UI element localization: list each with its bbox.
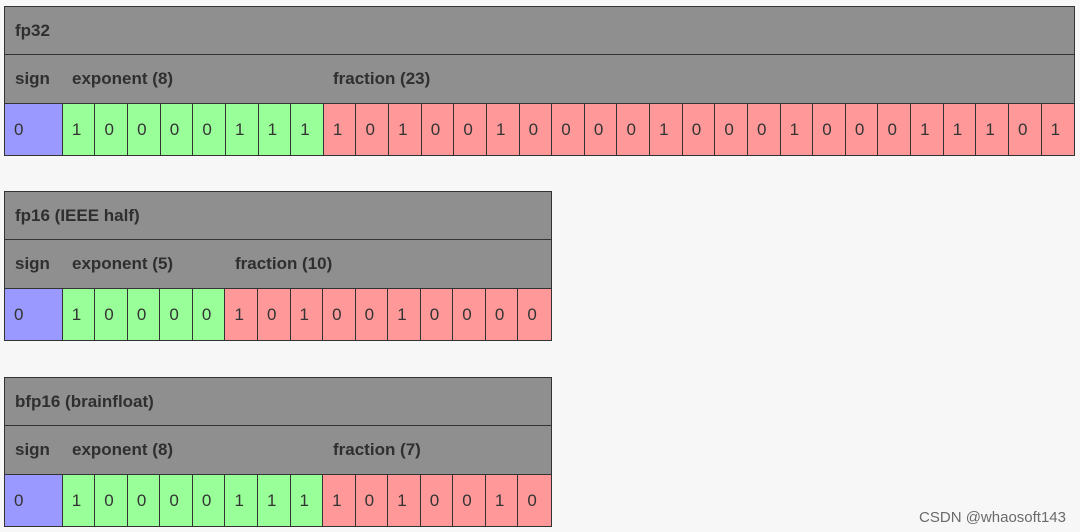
- exponent-bit: 1: [62, 289, 96, 340]
- fraction-bit: 0: [518, 475, 551, 526]
- exponent-bit: 0: [95, 104, 129, 155]
- fraction-bit: 0: [453, 289, 486, 340]
- bfp16-format-block: bfp16 (brainfloat) sign exponent (8) fra…: [4, 377, 552, 527]
- fraction-bit: 0: [715, 104, 748, 155]
- format-title-row: fp32: [5, 7, 1074, 55]
- fraction-bit: 0: [355, 289, 389, 340]
- fraction-bit: 0: [747, 104, 781, 155]
- fraction-bit: 0: [518, 289, 551, 340]
- sign-label: sign: [15, 69, 50, 88]
- exponent-bit: 1: [225, 475, 258, 526]
- exponent-bit: 0: [192, 289, 226, 340]
- fraction-bit: 1: [485, 475, 519, 526]
- sign-bit: 0: [5, 289, 63, 340]
- fraction-bit: 0: [682, 104, 716, 155]
- exponent-bit: 0: [95, 475, 128, 526]
- exponent-bit: 1: [62, 475, 96, 526]
- fraction-bit: 1: [780, 104, 814, 155]
- fraction-bit: 0: [453, 475, 486, 526]
- exponent-bit: 0: [160, 104, 194, 155]
- fraction-bit: 0: [813, 104, 846, 155]
- fraction-bit: 1: [943, 104, 977, 155]
- fraction-bit: 0: [355, 475, 389, 526]
- exponent-bit: 0: [95, 289, 128, 340]
- fraction-bit: 0: [552, 104, 585, 155]
- format-title: fp16 (IEEE half): [15, 205, 140, 225]
- exponent-bit: 1: [290, 475, 324, 526]
- fraction-bit: 1: [1041, 104, 1075, 155]
- format-title-row: bfp16 (brainfloat): [5, 378, 551, 426]
- exponent-bit: 0: [127, 289, 161, 340]
- fraction-bit: 1: [976, 104, 1009, 155]
- fraction-bit: 0: [323, 289, 356, 340]
- fraction-bit: 0: [420, 475, 454, 526]
- sign-bit: 0: [5, 475, 63, 526]
- format-title: fp32: [15, 20, 50, 40]
- field-labels-row: sign exponent (8) fraction (23): [5, 55, 1074, 104]
- format-title: bfp16 (brainfloat): [15, 391, 154, 411]
- sign-label: sign: [15, 440, 50, 459]
- exponent-label: exponent (8): [72, 440, 174, 459]
- exponent-label: exponent (8): [72, 69, 174, 88]
- fraction-bit: 1: [650, 104, 683, 155]
- fraction-bit: 0: [485, 289, 519, 340]
- sign-label: sign: [15, 254, 50, 273]
- field-labels-row: sign exponent (5) fraction (10): [5, 240, 551, 289]
- fraction-bit: 0: [356, 104, 390, 155]
- fraction-label: fraction (10): [235, 254, 333, 273]
- fraction-bit: 0: [845, 104, 879, 155]
- exponent-bit: 1: [258, 475, 291, 526]
- fraction-bit: 0: [584, 104, 618, 155]
- fraction-bit: 0: [454, 104, 487, 155]
- fraction-bit: 0: [258, 289, 291, 340]
- fraction-bit: 1: [389, 104, 422, 155]
- exponent-bit: 1: [291, 104, 324, 155]
- fraction-bit: 0: [878, 104, 912, 155]
- exponent-bit: 0: [127, 475, 161, 526]
- fraction-bit: 1: [323, 475, 356, 526]
- exponent-bit: 0: [128, 104, 161, 155]
- fraction-bit: 0: [519, 104, 553, 155]
- watermark: CSDN @whaosoft143: [919, 509, 1066, 526]
- fraction-bit: 0: [421, 104, 455, 155]
- exponent-bit: 1: [225, 104, 259, 155]
- format-title-row: fp16 (IEEE half): [5, 192, 551, 240]
- exponent-label: exponent (5): [72, 254, 174, 273]
- fraction-bit: 1: [388, 289, 421, 340]
- fraction-bit: 0: [1008, 104, 1042, 155]
- fraction-bit: 1: [323, 104, 357, 155]
- exponent-bit: 0: [193, 104, 226, 155]
- fraction-bit: 1: [225, 289, 258, 340]
- exponent-bit: 1: [62, 104, 96, 155]
- fraction-bit: 1: [290, 289, 324, 340]
- fraction-label: fraction (23): [333, 69, 431, 88]
- fraction-bit: 1: [388, 475, 421, 526]
- fp16-format-block: fp16 (IEEE half) sign exponent (5) fract…: [4, 191, 552, 341]
- fraction-label: fraction (7): [333, 440, 421, 459]
- fraction-bit: 1: [911, 104, 944, 155]
- exponent-bit: 0: [160, 475, 193, 526]
- fraction-bit: 0: [420, 289, 454, 340]
- fraction-bit: 1: [486, 104, 520, 155]
- fraction-bit: 0: [617, 104, 651, 155]
- field-labels-row: sign exponent (8) fraction (7): [5, 426, 551, 475]
- exponent-bit: 1: [258, 104, 292, 155]
- sign-bit: 0: [5, 104, 63, 155]
- exponent-bit: 0: [192, 475, 226, 526]
- exponent-bit: 0: [160, 289, 193, 340]
